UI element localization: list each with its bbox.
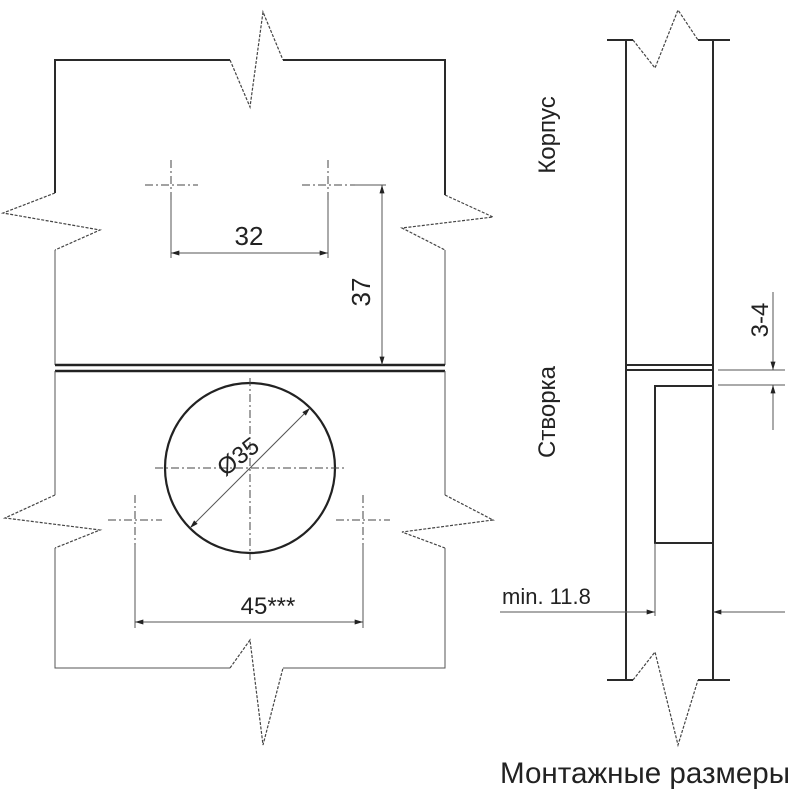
dimension-label: 3-4 [747,303,774,338]
cup-hole: Ø35 [155,378,345,560]
dimension-label: 32 [235,221,264,251]
label-body: Корпус [534,96,561,173]
dimension-gap: 3-4 [718,292,785,430]
label-door: Створка [534,365,561,458]
dimension-label: 37 [346,278,376,307]
cabinet-panel [0,9,496,365]
screw-hole-cross [108,495,390,545]
caption: Монтажные размеры [500,757,790,790]
dimension-min-thickness: min. 11.8 [500,543,785,616]
dimension-label: min. 11.8 [502,584,591,609]
side-view [607,8,730,748]
dimension-37: 37 [346,184,385,365]
door-panel [2,371,495,746]
mounting-hole-cross [145,160,355,210]
dimension-label: 45*** [241,593,296,620]
dimension-45: 45*** [134,545,364,628]
dimension-label: Ø35 [212,432,264,481]
dimension-32: 32 [170,184,386,258]
